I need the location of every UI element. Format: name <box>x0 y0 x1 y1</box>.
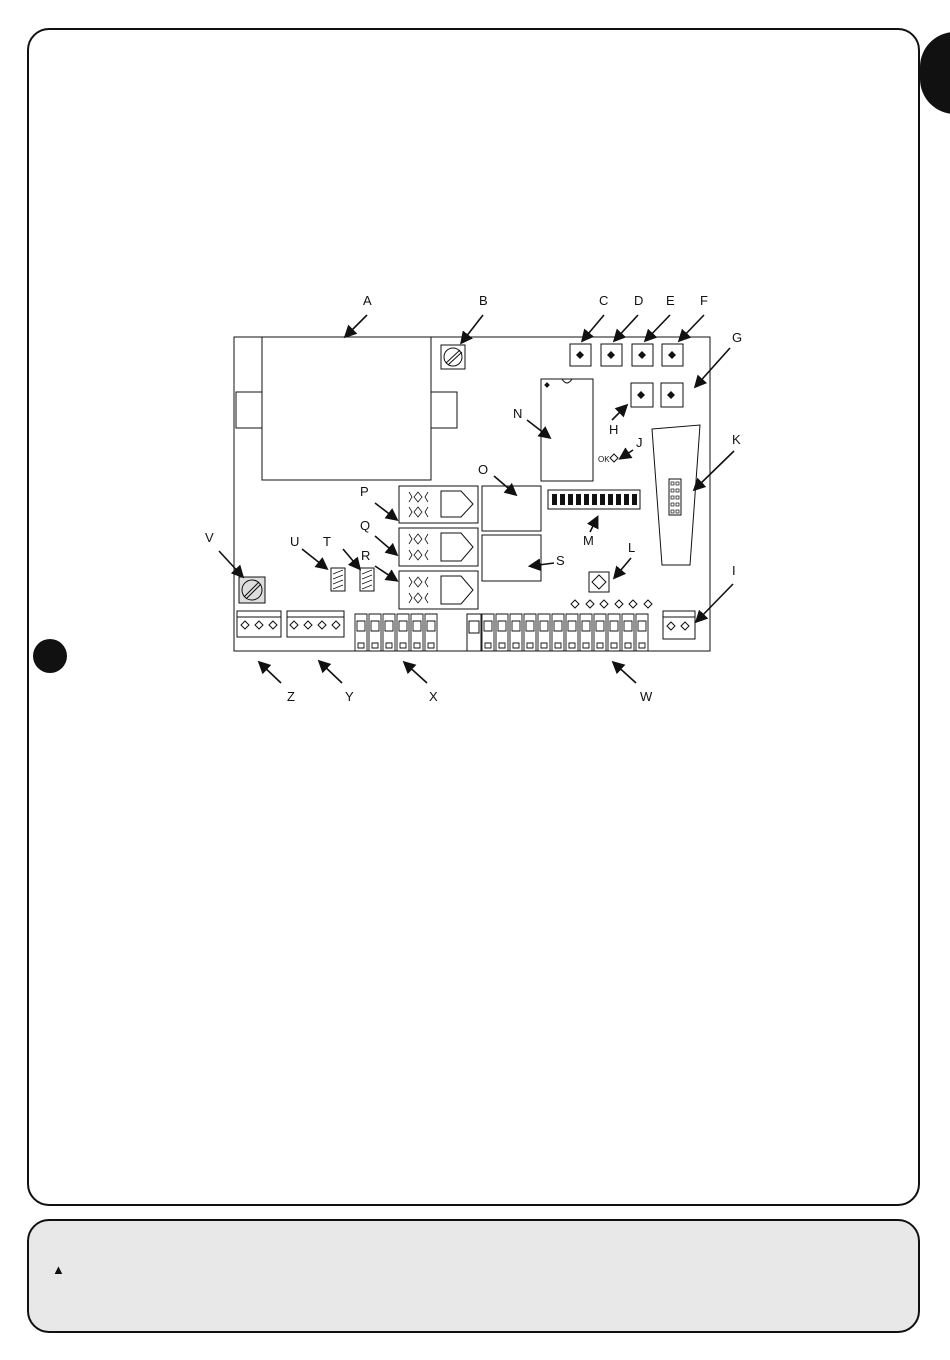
label-p: P <box>360 484 369 499</box>
label-o: O <box>478 462 488 477</box>
dip-switch <box>548 490 640 509</box>
label-n: N <box>513 406 522 421</box>
label-f: F <box>700 293 708 308</box>
label-x: X <box>429 689 438 704</box>
label-g: G <box>732 330 742 345</box>
label-c: C <box>599 293 608 308</box>
relay-o <box>482 486 541 531</box>
relay-r <box>399 571 478 609</box>
label-z: Z <box>287 689 295 704</box>
label-q: Q <box>360 518 370 533</box>
warning-note-box: ▲ <box>27 1219 920 1333</box>
label-j: J <box>636 435 643 450</box>
terminal-block-z <box>237 611 281 637</box>
label-t: T <box>323 534 331 549</box>
relay-p <box>399 486 478 523</box>
warning-triangle-icon: ▲ <box>52 1263 65 1276</box>
button-l <box>589 572 609 592</box>
label-e: E <box>666 293 675 308</box>
fuse-u <box>331 568 345 591</box>
fuse-t <box>360 568 374 591</box>
label-s: S <box>556 553 565 568</box>
transformer <box>236 337 457 480</box>
label-m: M <box>583 533 594 548</box>
label-a: A <box>363 293 372 308</box>
terminal-block-i <box>663 611 695 639</box>
ok-label: OK <box>598 455 610 464</box>
label-w: W <box>640 689 653 704</box>
label-d: D <box>634 293 643 308</box>
label-r: R <box>361 548 370 563</box>
fuse-v <box>239 577 265 603</box>
label-y: Y <box>345 689 354 704</box>
label-h: H <box>609 422 618 437</box>
relay-s <box>482 535 541 581</box>
relay-q <box>399 528 478 566</box>
terminal-block-y <box>287 611 344 637</box>
label-v: V <box>205 530 214 545</box>
microcontroller-chip <box>541 379 593 481</box>
label-l: L <box>628 540 635 555</box>
label-i: I <box>732 563 736 578</box>
fuse-b <box>441 345 465 369</box>
label-b: B <box>479 293 488 308</box>
label-k: K <box>732 432 741 447</box>
label-u: U <box>290 534 299 549</box>
